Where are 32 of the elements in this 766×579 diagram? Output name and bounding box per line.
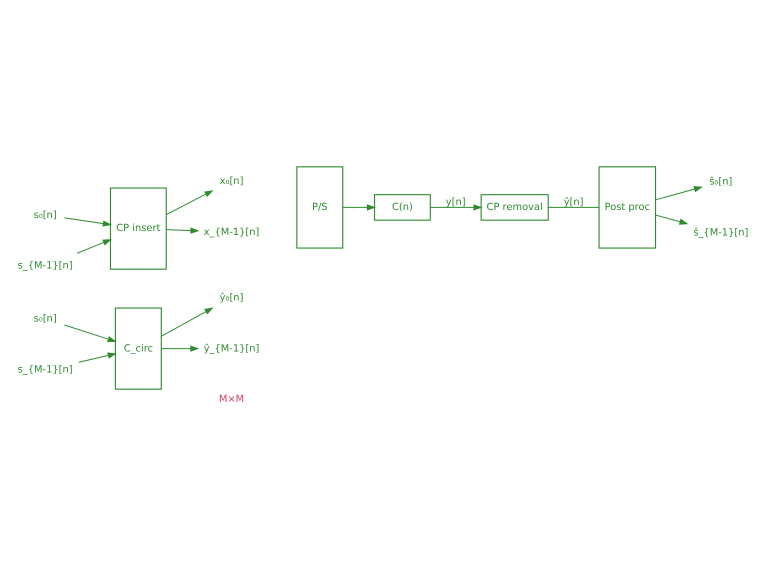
node-box: Post proc: [598, 166, 656, 249]
label: M×M: [218, 394, 244, 406]
node-text: s_{M-1}[n]: [18, 260, 73, 272]
arrow: [655, 186, 703, 200]
node-text: ŝ_{M-1}[n]: [693, 227, 748, 238]
arrow: [166, 190, 214, 216]
arrow: [78, 352, 117, 363]
node-text: s_{M-1}[n]: [18, 364, 73, 376]
edge-label: y[n]: [446, 196, 466, 208]
node-text: x_{M-1}[n]: [204, 226, 260, 238]
arrow: [161, 307, 214, 337]
node-text: x₀[n]: [220, 176, 244, 187]
node-box: CP removal: [480, 194, 549, 221]
arrow: [342, 204, 376, 211]
arrow: [430, 204, 482, 211]
node-text: ŷ₀[n]: [220, 292, 244, 304]
connector: [548, 206, 600, 208]
edge-label: ŷ[n]: [564, 196, 584, 208]
arrow: [161, 345, 200, 352]
node-box: P/S: [296, 166, 344, 249]
arrow: [166, 227, 200, 234]
node-text: s₀[n]: [34, 210, 57, 221]
node-text: ŷ_{M-1}[n]: [204, 343, 260, 354]
node-box: C(n): [374, 194, 431, 221]
node-box: CP insert: [110, 187, 167, 270]
node-box: C_circ: [114, 307, 162, 390]
arrow: [64, 324, 117, 342]
node-text: ŝ₀[n]: [709, 176, 732, 188]
arrow: [655, 214, 688, 225]
node-text: s₀[n]: [34, 314, 57, 325]
arrow: [64, 217, 112, 227]
arrow: [76, 239, 112, 254]
